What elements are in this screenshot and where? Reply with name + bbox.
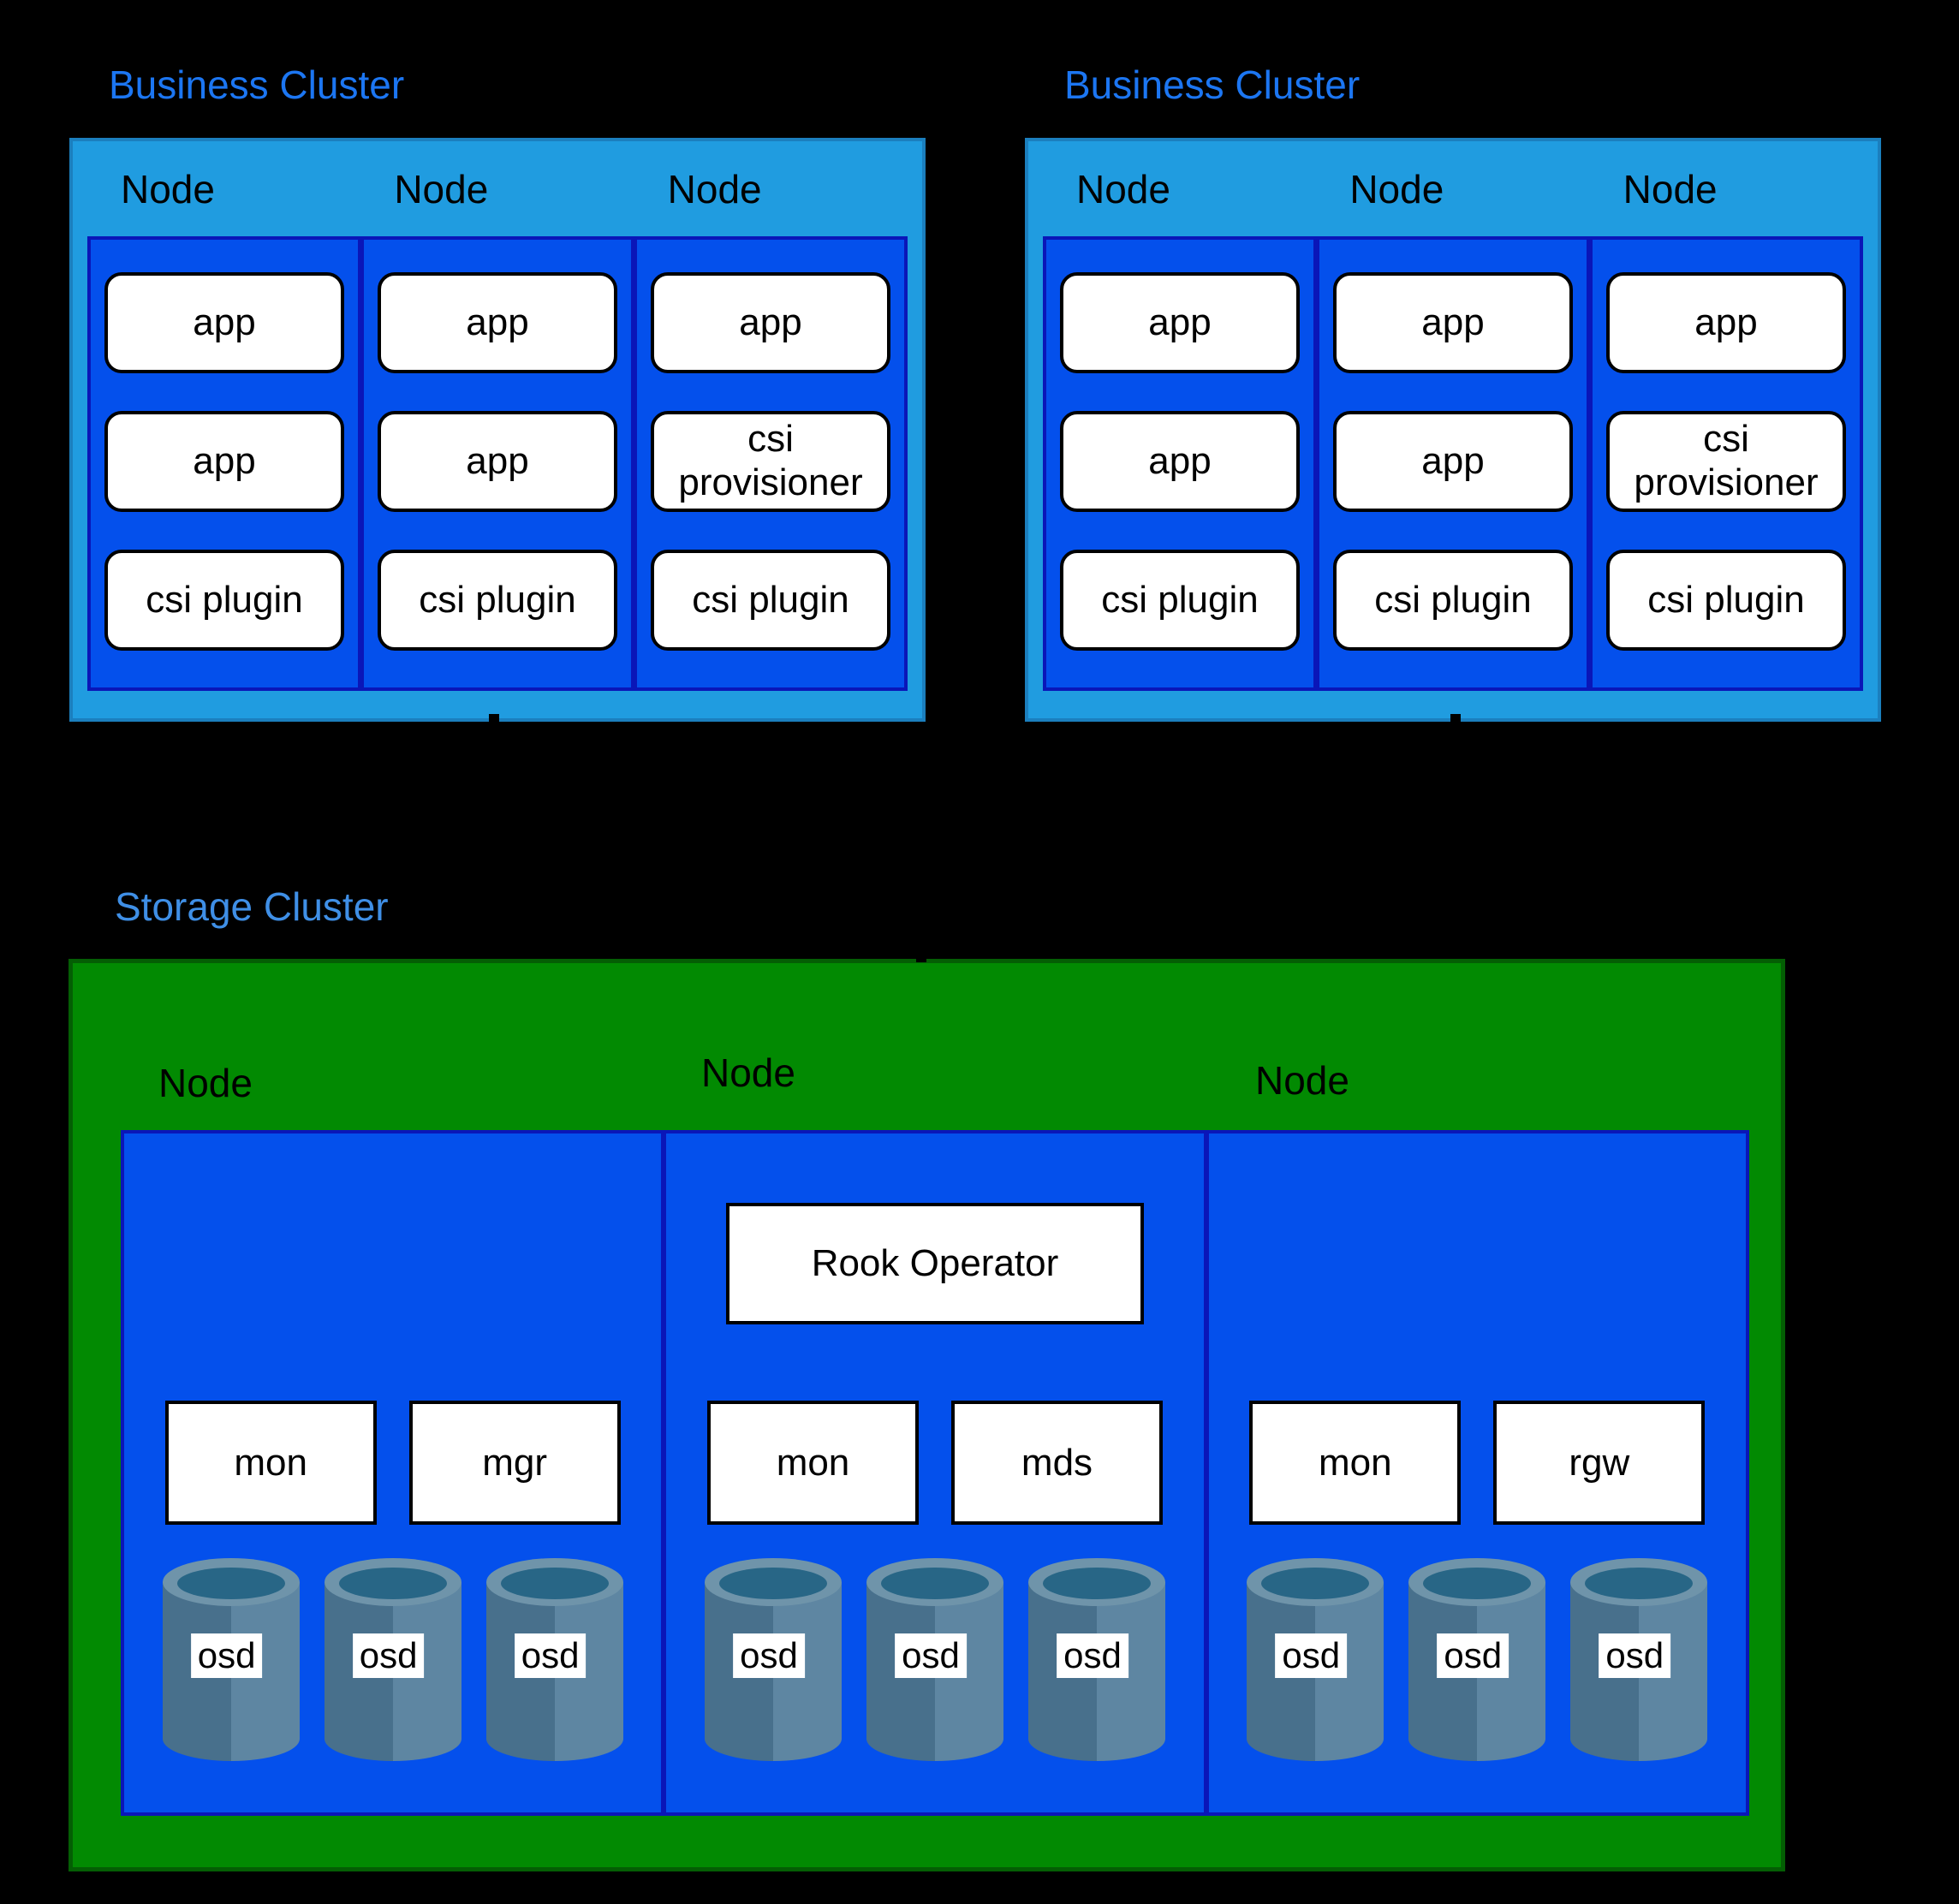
pod-app: app [1060, 411, 1300, 512]
node-column: app app csi plugin [364, 240, 631, 687]
pod-app: app [1606, 272, 1846, 373]
pod-csi-plugin: csi plugin [1606, 550, 1846, 651]
osd-label: osd [514, 1633, 587, 1679]
pod-csi-provisioner: csi provisioner [651, 411, 890, 512]
node-column: app csi provisioner csi plugin [1593, 240, 1860, 687]
storage-cluster-grid: mon mgr osd osd [121, 1130, 1749, 1816]
pod-csi-plugin: csi plugin [1333, 550, 1573, 651]
node-label: Node [1255, 1058, 1349, 1103]
osd-cylinder: osd [1027, 1558, 1165, 1761]
pod-csi-plugin: csi plugin [378, 550, 617, 651]
node-label: Node [158, 1061, 253, 1105]
cylinder-opening [176, 1568, 285, 1599]
connector-tick [1450, 714, 1461, 723]
pod-app: app [1333, 272, 1573, 373]
osd-label: osd [1275, 1633, 1348, 1679]
pod-csi-plugin: csi plugin [104, 550, 344, 651]
osd-cylinder: osd [485, 1558, 623, 1761]
node-label: Node [1076, 166, 1170, 211]
node-label: Node [1349, 166, 1444, 211]
osd-label: osd [733, 1633, 805, 1679]
node-label: Node [394, 166, 489, 211]
pod-app: app [1333, 411, 1573, 512]
business-cluster-2: Node Node Node app app csi plugin app ap… [1025, 138, 1881, 722]
node-column: app app csi plugin [91, 240, 358, 687]
cylinder-opening [338, 1568, 447, 1599]
osd-cylinder: osd [1408, 1558, 1546, 1761]
osd-cylinder: osd [324, 1558, 461, 1761]
pod-csi-plugin: csi plugin [651, 550, 890, 651]
cylinder-opening [1261, 1568, 1370, 1599]
node-column: app app csi plugin [1319, 240, 1587, 687]
business-cluster-2-title: Business Cluster [1064, 62, 1361, 107]
pod-app: app [1060, 272, 1300, 373]
service-row: mon rgw [1209, 1401, 1746, 1525]
business-cluster-1-title: Business Cluster [109, 62, 405, 107]
connector-tick [489, 714, 499, 723]
cylinder-opening [500, 1568, 609, 1599]
cylinder-opening [1423, 1568, 1532, 1599]
osd-label: osd [352, 1633, 425, 1679]
osd-label: osd [895, 1633, 967, 1679]
service-row: mon mds [666, 1401, 1203, 1525]
osd-row: osd osd osd [124, 1558, 661, 1761]
osd-cylinder: osd [866, 1558, 1003, 1761]
node-label: Node [667, 166, 762, 211]
osd-row: osd osd osd [1209, 1558, 1746, 1761]
pod-mds: mds [950, 1401, 1163, 1525]
storage-node-column: Rook Operator mon mds osd [666, 1133, 1204, 1812]
storage-node-column: mon mgr osd osd [124, 1133, 662, 1812]
business-cluster-1-node-headers: Node Node Node [87, 141, 908, 236]
business-cluster-1: Node Node Node app app csi plugin app ap… [69, 138, 926, 722]
cylinder-opening [1042, 1568, 1151, 1599]
pod-csi-plugin: csi plugin [1060, 550, 1300, 651]
pod-app: app [378, 411, 617, 512]
pod-csi-provisioner: csi provisioner [1606, 411, 1846, 512]
pod-app: app [104, 272, 344, 373]
storage-cluster: Node Node Node mon mgr osd [68, 959, 1785, 1871]
cylinder-opening [718, 1568, 827, 1599]
osd-cylinder: osd [1570, 1558, 1708, 1761]
service-row: mon mgr [124, 1401, 661, 1525]
pod-mon: mon [1249, 1401, 1462, 1525]
osd-row: osd osd osd [666, 1558, 1203, 1761]
business-cluster-2-node-headers: Node Node Node [1043, 141, 1863, 236]
node-label: Node [1623, 166, 1718, 211]
pod-app: app [104, 411, 344, 512]
pod-rgw: rgw [1493, 1401, 1706, 1525]
osd-label: osd [1437, 1633, 1509, 1679]
osd-cylinder: osd [1247, 1558, 1384, 1761]
osd-cylinder: osd [162, 1558, 300, 1761]
osd-cylinder: osd [704, 1558, 842, 1761]
cylinder-opening [1585, 1568, 1694, 1599]
osd-label: osd [190, 1633, 263, 1679]
connector-tick [916, 953, 926, 962]
pod-mon: mon [706, 1401, 919, 1525]
pod-rook-operator: Rook Operator [725, 1203, 1144, 1324]
node-label: Node [121, 166, 215, 211]
storage-cluster-title: Storage Cluster [115, 884, 389, 929]
storage-node-column: mon rgw osd osd [1208, 1133, 1746, 1812]
pod-app: app [651, 272, 890, 373]
node-label: Node [701, 1050, 795, 1095]
pod-mon: mon [164, 1401, 377, 1525]
osd-label: osd [1057, 1633, 1128, 1679]
business-cluster-2-grid: app app csi plugin app app csi plugin ap… [1043, 236, 1863, 691]
pod-mgr: mgr [408, 1401, 621, 1525]
node-column: app csi provisioner csi plugin [637, 240, 904, 687]
pod-app: app [378, 272, 617, 373]
business-cluster-1-grid: app app csi plugin app app csi plugin ap… [87, 236, 908, 691]
node-column: app app csi plugin [1046, 240, 1313, 687]
cylinder-opening [880, 1568, 989, 1599]
osd-label: osd [1599, 1633, 1671, 1679]
